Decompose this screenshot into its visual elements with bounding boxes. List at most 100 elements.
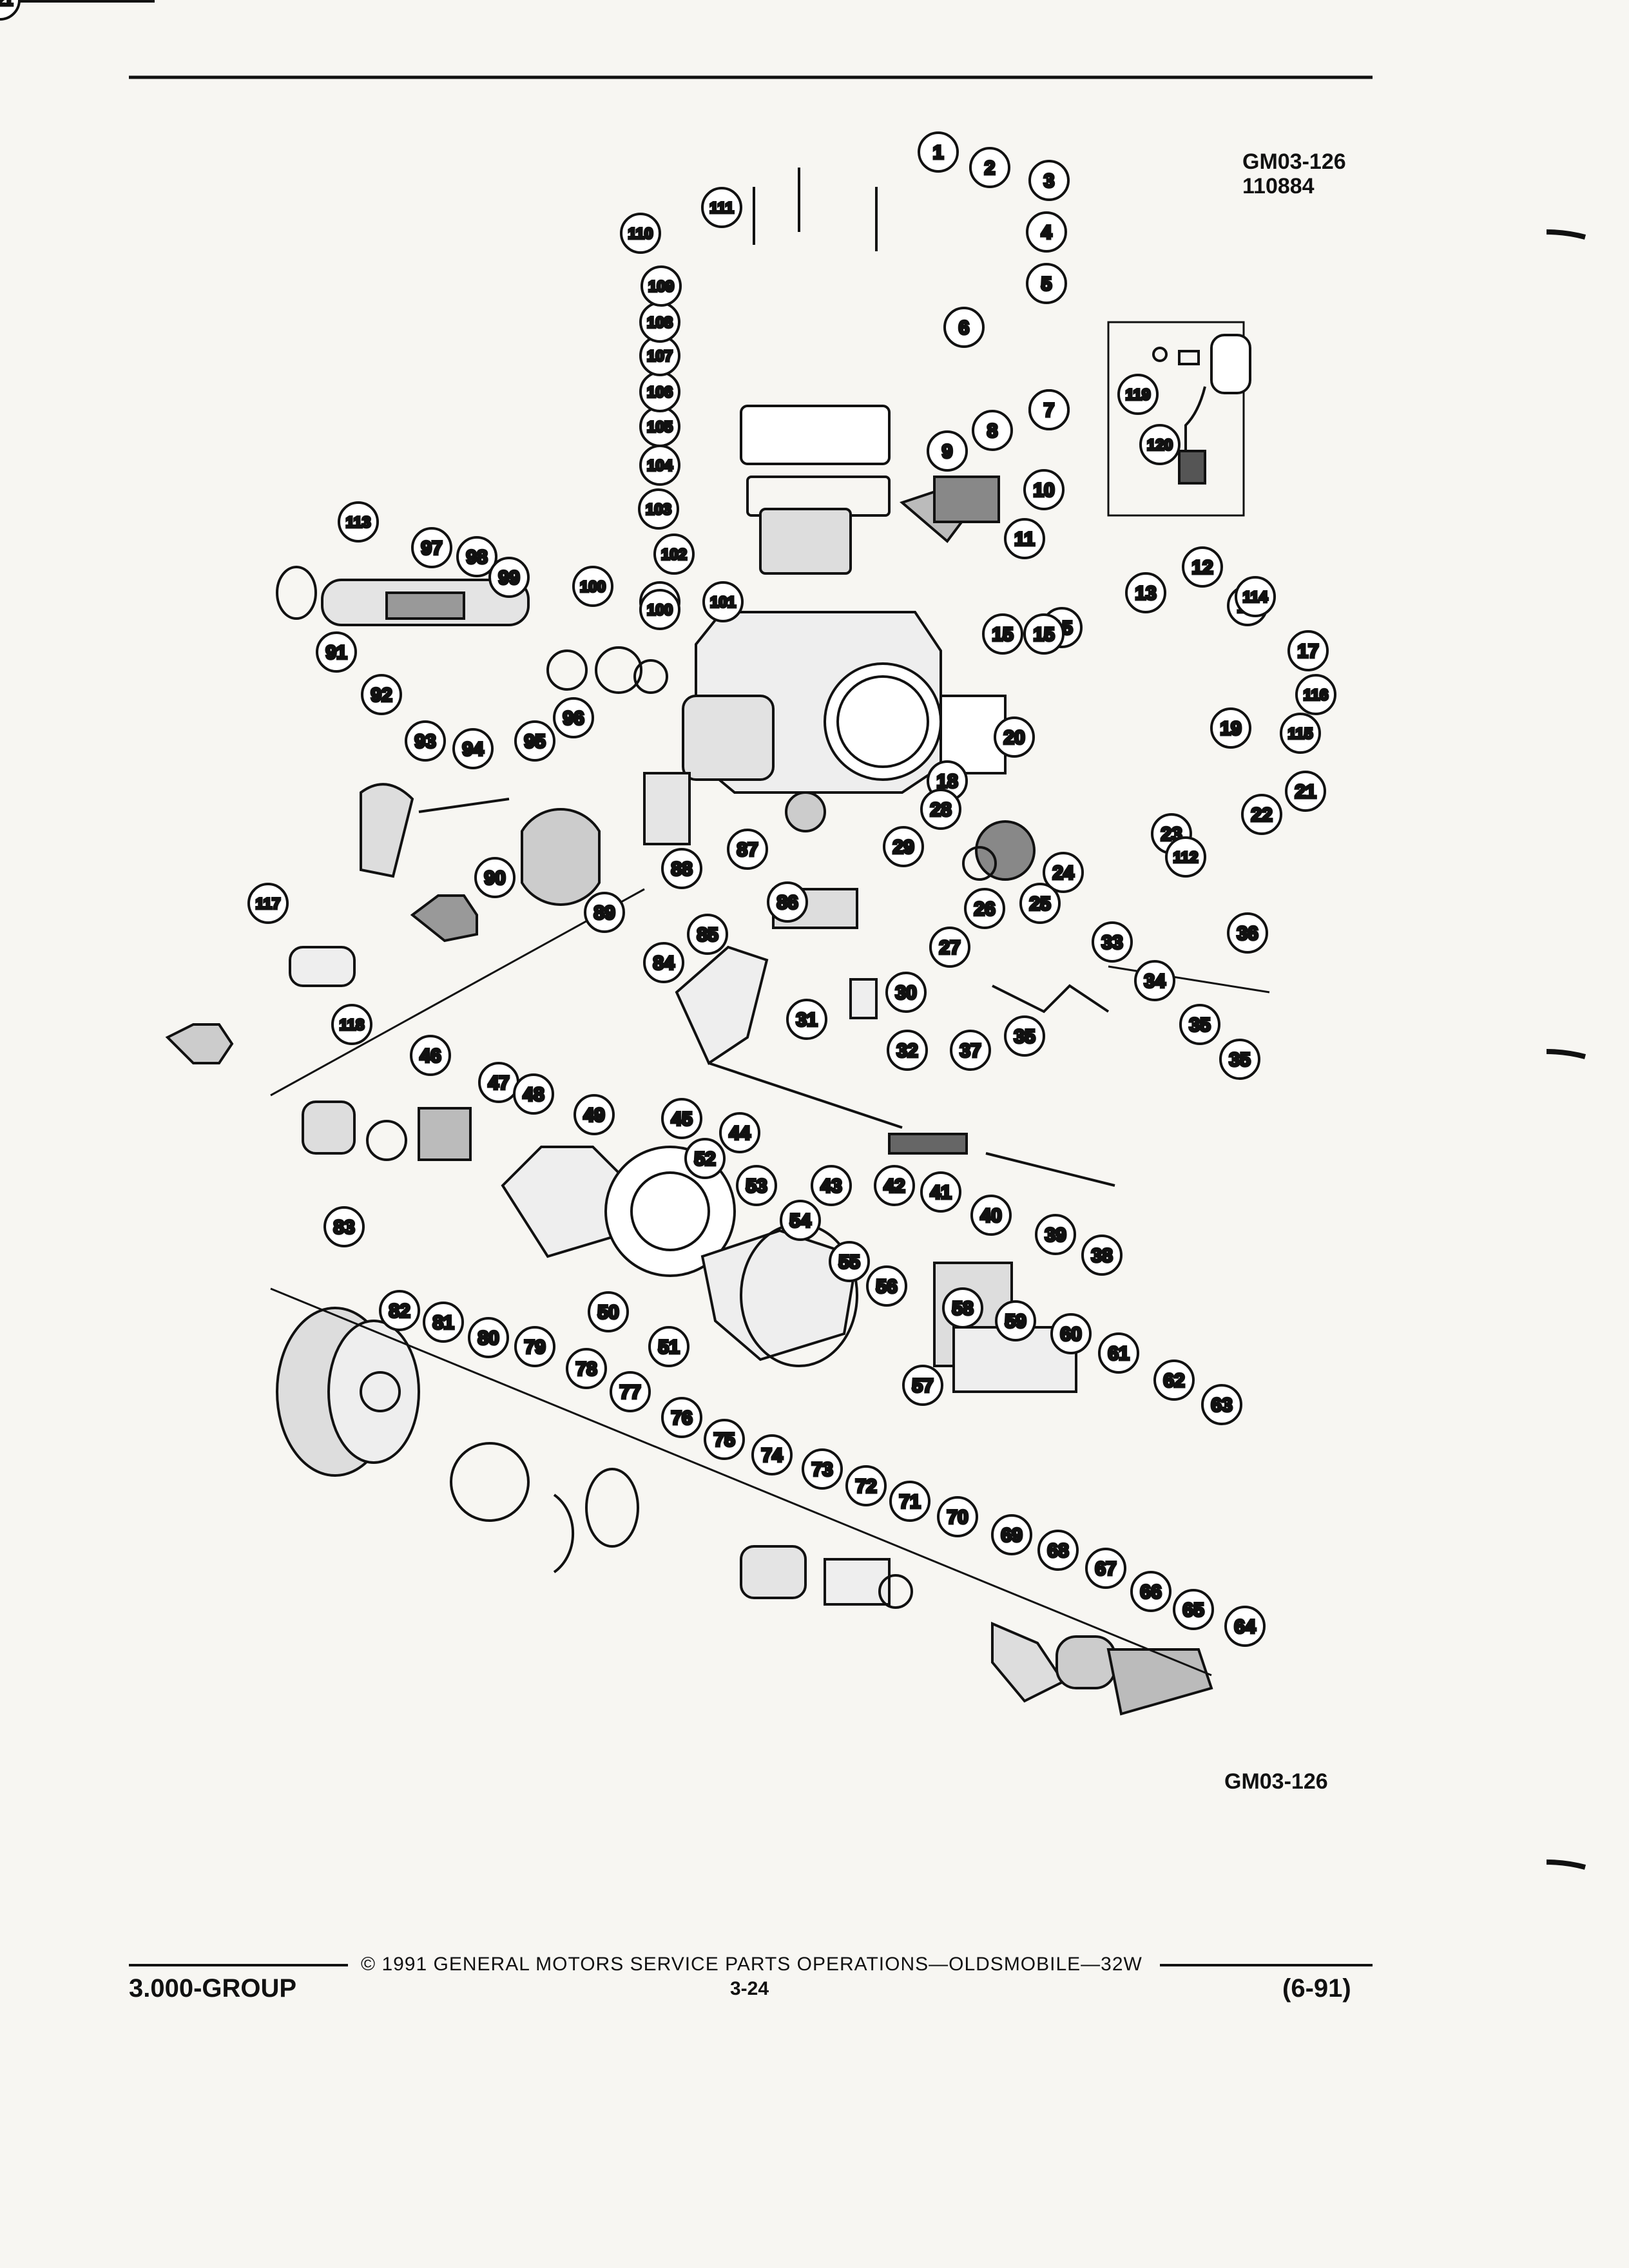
callout-circle <box>247 883 289 924</box>
callout-20: 20 <box>994 716 1035 758</box>
callout-circle <box>727 829 768 870</box>
callout-circle <box>584 892 625 933</box>
callout-number: 18 <box>936 771 958 793</box>
callout-circle <box>970 1195 1012 1236</box>
callout-number: 79 <box>524 1337 545 1358</box>
callout-number: 68 <box>1047 1541 1068 1562</box>
callout-circle <box>331 1004 372 1045</box>
callout-35: 35 <box>1004 1015 1045 1057</box>
callout-number: 95 <box>524 731 545 753</box>
callout-5: 5 <box>1026 263 1067 304</box>
callout-circle <box>883 826 924 867</box>
callout-number: 35 <box>1189 1015 1210 1036</box>
callout-28: 28 <box>920 789 961 830</box>
callout-number: 120 <box>1147 437 1173 454</box>
callout-54: 54 <box>780 1200 821 1241</box>
callout-number: 62 <box>1163 1370 1184 1392</box>
callout-number: 23 <box>1161 824 1182 845</box>
callout-number: 81 <box>432 1312 454 1334</box>
callout-circle <box>1019 883 1061 924</box>
callout-75: 75 <box>704 1419 745 1460</box>
callout-number: 10 <box>1033 480 1054 501</box>
callout-102: 102 <box>653 533 695 575</box>
callout-number: 59 <box>1005 1311 1026 1332</box>
callout-number: 60 <box>1060 1324 1081 1345</box>
callout-116: 116 <box>1295 674 1336 715</box>
callout-92: 92 <box>361 674 402 715</box>
callout-95: 95 <box>514 720 555 762</box>
callout-number: 31 <box>796 1010 817 1031</box>
callout-21: 21 <box>1285 771 1326 812</box>
callout-2: 2 <box>969 147 1010 188</box>
callout-number: 15 <box>992 624 1013 646</box>
callout-35: 35 <box>1179 1004 1220 1045</box>
callout-circle <box>423 1302 464 1343</box>
callout-circle <box>588 1291 629 1332</box>
callout-number: 100 <box>647 602 673 619</box>
callout-circle <box>802 1448 843 1490</box>
callout-66: 66 <box>1130 1571 1171 1612</box>
callout-number: 44 <box>729 1123 751 1144</box>
callout-number: 55 <box>838 1252 860 1273</box>
callout-57: 57 <box>902 1365 943 1406</box>
callout-circle <box>982 613 1023 655</box>
callout-circle <box>661 848 702 889</box>
callout-circle <box>338 501 379 543</box>
callout-circle <box>845 1465 887 1506</box>
callout-number: 43 <box>820 1176 842 1197</box>
callout-115: 115 <box>1280 713 1321 754</box>
callout-circle <box>991 1514 1032 1555</box>
callout-number: 64 <box>1234 1617 1256 1638</box>
callout-circle <box>1134 960 1175 1001</box>
callout-circle <box>1098 1332 1139 1374</box>
callout-53: 53 <box>736 1165 777 1206</box>
callout-circle <box>1173 1589 1214 1630</box>
callout-circle <box>1023 613 1065 655</box>
callout-number: 5 <box>1041 274 1052 295</box>
callout-4: 4 <box>1026 211 1067 253</box>
callout-50: 50 <box>588 1291 629 1332</box>
callout-circle <box>661 1397 702 1438</box>
callout-circle <box>1050 1313 1092 1354</box>
callout-number: 2 <box>985 158 996 179</box>
callout-81: 81 <box>423 1302 464 1343</box>
callout-number: 25 <box>1029 894 1050 915</box>
callout-circle <box>943 307 985 348</box>
callout-51: 51 <box>648 1326 689 1367</box>
callout-number: 36 <box>1237 923 1258 945</box>
callout-circle <box>1117 374 1159 415</box>
callout-number: 87 <box>737 840 758 861</box>
callout-circle <box>643 942 684 983</box>
callout-number: 4 <box>1041 222 1052 244</box>
callout-43: 43 <box>811 1165 852 1206</box>
callout-number: 80 <box>477 1328 499 1349</box>
callout-88: 88 <box>661 848 702 889</box>
callout-number: 24 <box>1052 863 1074 884</box>
callout-73: 73 <box>802 1448 843 1490</box>
callout-62: 62 <box>1153 1360 1195 1401</box>
callout-94: 94 <box>452 728 494 769</box>
callout-circle <box>452 728 494 769</box>
callout-circle <box>994 716 1035 758</box>
callout-circle <box>1201 1384 1242 1425</box>
callout-number: 91 <box>325 642 347 664</box>
callout-number: 98 <box>466 547 487 568</box>
callout-circle <box>1224 1606 1266 1647</box>
callout-number: 100 <box>580 579 606 596</box>
callout-number: 9 <box>942 441 953 463</box>
callout-circle <box>780 1200 821 1241</box>
callout-number: 67 <box>1095 1559 1116 1580</box>
callout-36: 36 <box>1227 912 1268 954</box>
callout-74: 74 <box>751 1434 793 1475</box>
callout-circle <box>514 1326 555 1367</box>
callout-circle <box>684 1138 726 1179</box>
callout-number: 85 <box>697 925 718 946</box>
callout-circle <box>902 1365 943 1406</box>
callout-circle <box>661 1098 702 1139</box>
callout-circle <box>1210 707 1251 749</box>
callout-circle <box>964 888 1005 929</box>
callout-27: 27 <box>929 927 970 968</box>
callout-number: 70 <box>947 1507 968 1528</box>
callout-number: 105 <box>647 419 673 436</box>
callout-97: 97 <box>411 527 452 568</box>
